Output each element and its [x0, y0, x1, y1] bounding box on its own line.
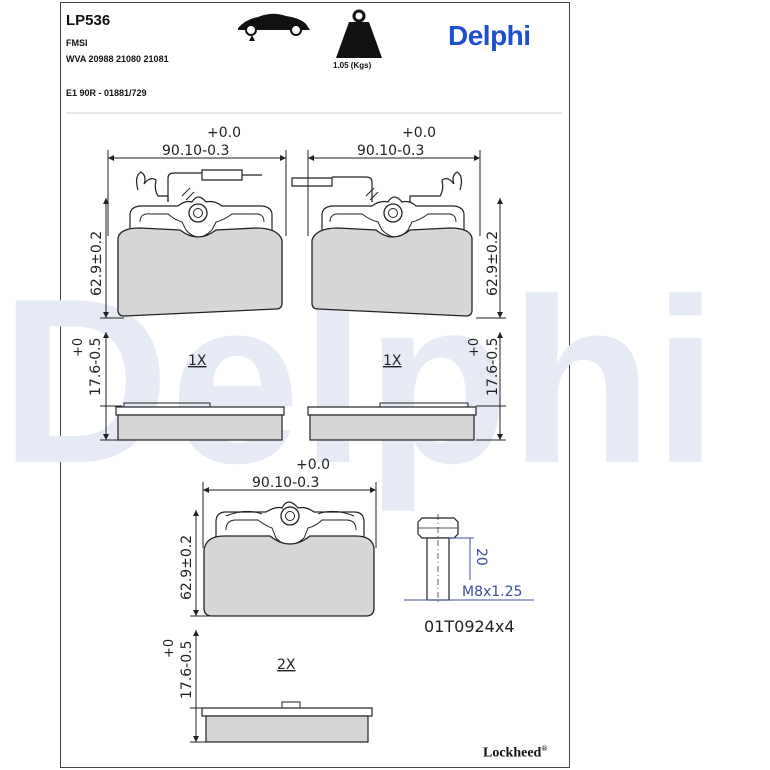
delphi-logo: Delphi	[448, 20, 531, 51]
lockheed-logo: Lockheed®	[483, 744, 547, 762]
thickness-dimension-label: 17.6-0.5	[485, 338, 501, 397]
thickness-dimension-label: 17.6-0.5	[179, 641, 195, 700]
width-dimension-label: 90.10-0.3	[252, 475, 319, 491]
height-dimension-label: 62.9±0.2	[485, 231, 501, 296]
backing-plate	[129, 196, 273, 233]
width-tolerance-upper: +0.0	[296, 457, 330, 473]
thickness-tolerance-upper: +0	[162, 639, 177, 658]
thickness-tolerance-upper: +0	[71, 338, 86, 357]
quantity-label: 2X	[277, 657, 296, 673]
height-dimension-label: 62.9±0.2	[179, 535, 195, 600]
backing-plate	[321, 196, 465, 233]
thickness-tolerance-upper: +0	[467, 338, 482, 357]
center-hole	[188, 203, 208, 223]
center-hole-inner	[388, 208, 398, 218]
pad-top-left: +0.0 90.10-0.3 62.9±0.2 1X +0 17.6-0.5	[71, 125, 287, 441]
side-friction-material	[117, 414, 283, 441]
center-hole	[383, 203, 403, 223]
width-tolerance-upper: +0.0	[207, 125, 241, 141]
side-friction-material	[205, 715, 369, 743]
height-dimension-label: 62.9±0.2	[89, 231, 105, 296]
anti-rattle-spring	[409, 171, 463, 202]
car-icon	[238, 13, 310, 41]
width-dimension-label: 90.10-0.3	[357, 143, 424, 159]
thickness-dimension-label: 17.6-0.5	[88, 338, 104, 397]
center-hole-inner	[285, 511, 295, 521]
bolt-code-label: 01T0924x4	[424, 617, 515, 636]
side-backing-plate	[115, 406, 285, 416]
wva-numbers: WVA 20988 21080 21081	[66, 54, 169, 64]
center-hole-inner	[193, 208, 203, 218]
wire-clip	[365, 187, 379, 201]
backing-plate	[215, 501, 365, 546]
side-backing-plate	[201, 707, 373, 717]
weight-value: 1.05 (Kgs)	[333, 61, 372, 70]
side-friction-material	[309, 414, 475, 441]
wear-sensor-wire	[167, 169, 262, 202]
bolt-length-label: 20	[473, 548, 489, 566]
friction-material	[311, 227, 473, 317]
side-backing-plate	[307, 406, 477, 416]
fmsi-label: FMSI	[66, 38, 88, 48]
pad-top-right: +0.0 90.10-0.3 62.9±0.2 1X +0 17.6-0.5	[291, 125, 506, 441]
anti-rattle-spring	[225, 510, 355, 517]
width-dimension-label: 90.10-0.3	[162, 143, 229, 159]
bolt-thread-label: M8x1.25	[462, 584, 522, 600]
wear-sensor-wire	[291, 176, 373, 202]
bolt-drawing: 20 M8x1.25 01T0924x4	[404, 514, 534, 636]
pad-bottom: +0.0 90.10-0.3 62.9±0.2 2X +0 17.6-0.5	[162, 457, 377, 743]
friction-material	[203, 535, 375, 617]
drawing-sheet	[60, 2, 570, 768]
quantity-label: 1X	[383, 353, 402, 369]
wire-clip	[181, 187, 195, 201]
anti-rattle-spring	[135, 171, 169, 202]
registered-mark: ®	[541, 744, 548, 753]
lockheed-logo-text: Lockheed	[483, 745, 542, 761]
weight-icon	[336, 9, 382, 58]
width-tolerance-upper: +0.0	[402, 125, 436, 141]
center-hole	[280, 506, 300, 526]
approval-number: E1 90R - 01881/729	[66, 88, 147, 98]
part-number: LP536	[66, 12, 111, 29]
quantity-label: 1X	[188, 353, 207, 369]
friction-material	[117, 227, 283, 317]
